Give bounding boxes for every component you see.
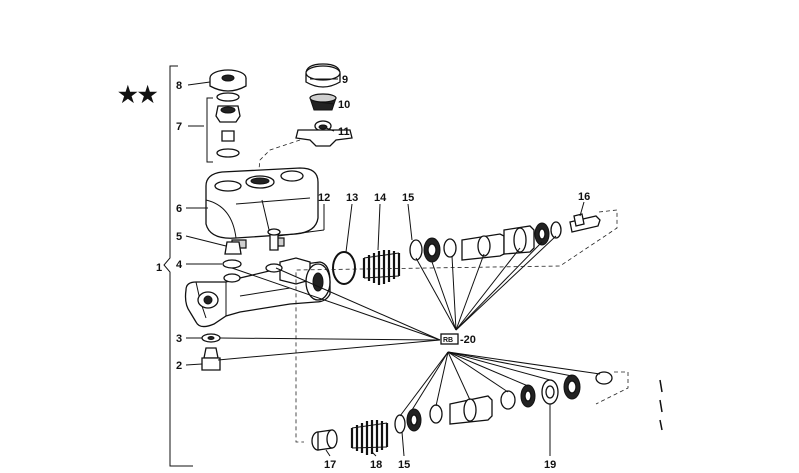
part-1-cylinder-body xyxy=(184,257,331,328)
upper-piston-row xyxy=(409,213,601,263)
svg-text:RB: RB xyxy=(443,337,453,344)
leader-lines xyxy=(185,78,585,457)
label-16: 16 xyxy=(578,191,590,203)
part-18-spring xyxy=(350,420,389,455)
part-4-seal xyxy=(222,259,242,269)
label-11: 11 xyxy=(338,126,350,138)
label-12: 12 xyxy=(318,192,330,204)
part-9-reservoir-cap xyxy=(305,63,341,88)
label-18: 18 xyxy=(370,459,382,471)
label-2: 2 xyxy=(176,360,182,372)
label-14: 14 xyxy=(374,192,387,204)
part-5-connector xyxy=(224,241,242,255)
part-7-filler-set xyxy=(206,92,241,163)
label-1: 1 xyxy=(156,262,162,274)
label-15-upper: 15 xyxy=(402,192,414,204)
rb-box: RB xyxy=(440,333,459,345)
label-10: 10 xyxy=(338,99,350,111)
label-9: 9 xyxy=(342,74,348,86)
part-13-circlip xyxy=(332,251,356,285)
part-8-cap xyxy=(209,69,247,92)
label-5: 5 xyxy=(176,231,182,243)
assembly-bracket xyxy=(163,65,193,467)
part-17-sleeve xyxy=(311,429,338,451)
label-19: 19 xyxy=(544,459,556,471)
part-14-spring xyxy=(362,250,401,285)
part-12-stop-screw xyxy=(267,228,281,251)
part-3-gasket xyxy=(201,333,221,343)
label-3: 3 xyxy=(176,333,182,345)
part-6-reservoir xyxy=(205,167,319,249)
label-20: -20 xyxy=(460,334,476,346)
label-6: 6 xyxy=(176,203,182,215)
label-15-lower: 15 xyxy=(398,459,410,471)
two-stars-icon: ★★ xyxy=(118,82,158,107)
callout-20-lines xyxy=(217,235,601,417)
label-7: 7 xyxy=(176,121,182,133)
part-10-strainer xyxy=(309,93,337,111)
part-2-screw-plug xyxy=(201,347,221,371)
label-4: 4 xyxy=(176,259,183,271)
label-17: 17 xyxy=(324,459,336,471)
lower-piston-row xyxy=(394,371,613,434)
label-8: 8 xyxy=(176,80,182,92)
label-13: 13 xyxy=(346,192,358,204)
